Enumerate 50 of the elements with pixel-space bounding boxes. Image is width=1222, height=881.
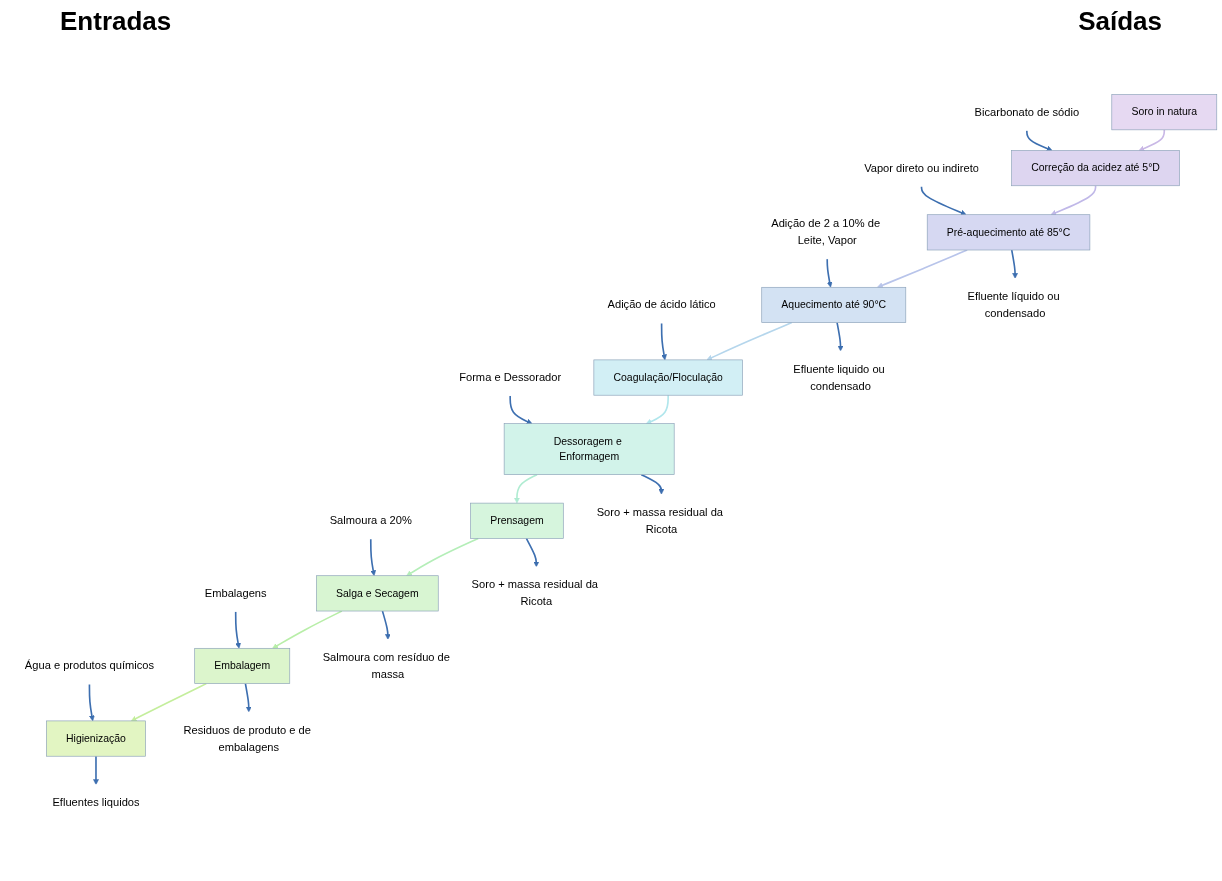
node-text: Efluentes liquidos [52,796,140,809]
arrow [525,537,540,568]
arrow [920,185,967,216]
node-text: Adição de 2 a 10% de Leite, Vapor [771,217,881,247]
node-text: Água e produtos químicos [24,659,155,673]
node-text: Efluente líquido ou condensado [967,290,1060,320]
arrow [836,321,844,352]
column-heading: Entradas [60,6,172,38]
node-text: Soro + massa residual da Ricota [471,578,598,608]
arrow [406,537,480,576]
node-text: Vapor direto ou indireto [864,161,979,175]
node-box: Embalagem [194,648,291,684]
arrow [93,755,99,785]
arrow [369,538,377,576]
node-box: Higienização [46,720,146,757]
node-text: Embalagens [204,586,267,600]
arrow [509,394,533,425]
node-text: Bicarbonato de sódio [974,105,1080,119]
arrow [645,394,669,425]
node-box: Prensagem [470,502,564,539]
node-text: Residuos de produto e de embalagens [183,723,311,753]
node-box: Coagulação/Floculação [593,359,743,396]
node-text: Salmoura a 20% [329,514,412,527]
arrow [514,473,538,504]
arrow [706,321,793,361]
node-text: Adição de ácido lático [607,298,716,311]
arrow [1010,249,1018,279]
node-box: Soro in natura [1111,94,1218,131]
node-text: Salmoura com resíduo de massa [322,651,450,681]
arrow [272,610,343,649]
arrow [826,258,833,288]
arrow [234,610,241,649]
arrow [1138,129,1166,152]
arrow [244,682,252,713]
node-box: Aquecimento até 90°C [761,286,907,323]
node-text: Efluente liquido ou condensado [793,362,885,392]
node-box: Dessoragem e Enformagem [503,423,675,475]
node-box: Pré-aquecimento até 85°C [926,214,1091,251]
node-box: Correção da acidez até 5°D [1011,150,1180,187]
arrow [640,473,665,495]
node-text: Soro + massa residual da Ricota [596,506,724,536]
column-heading: Saídas [1078,6,1162,38]
node-box: Salga e Secagem [316,575,439,612]
arrow [130,682,208,722]
arrow [88,683,95,722]
arrow [660,322,667,361]
arrow [1026,129,1053,152]
arrow [381,610,391,640]
arrow [1050,184,1097,216]
node-text: Forma e Dessorador [459,371,562,384]
